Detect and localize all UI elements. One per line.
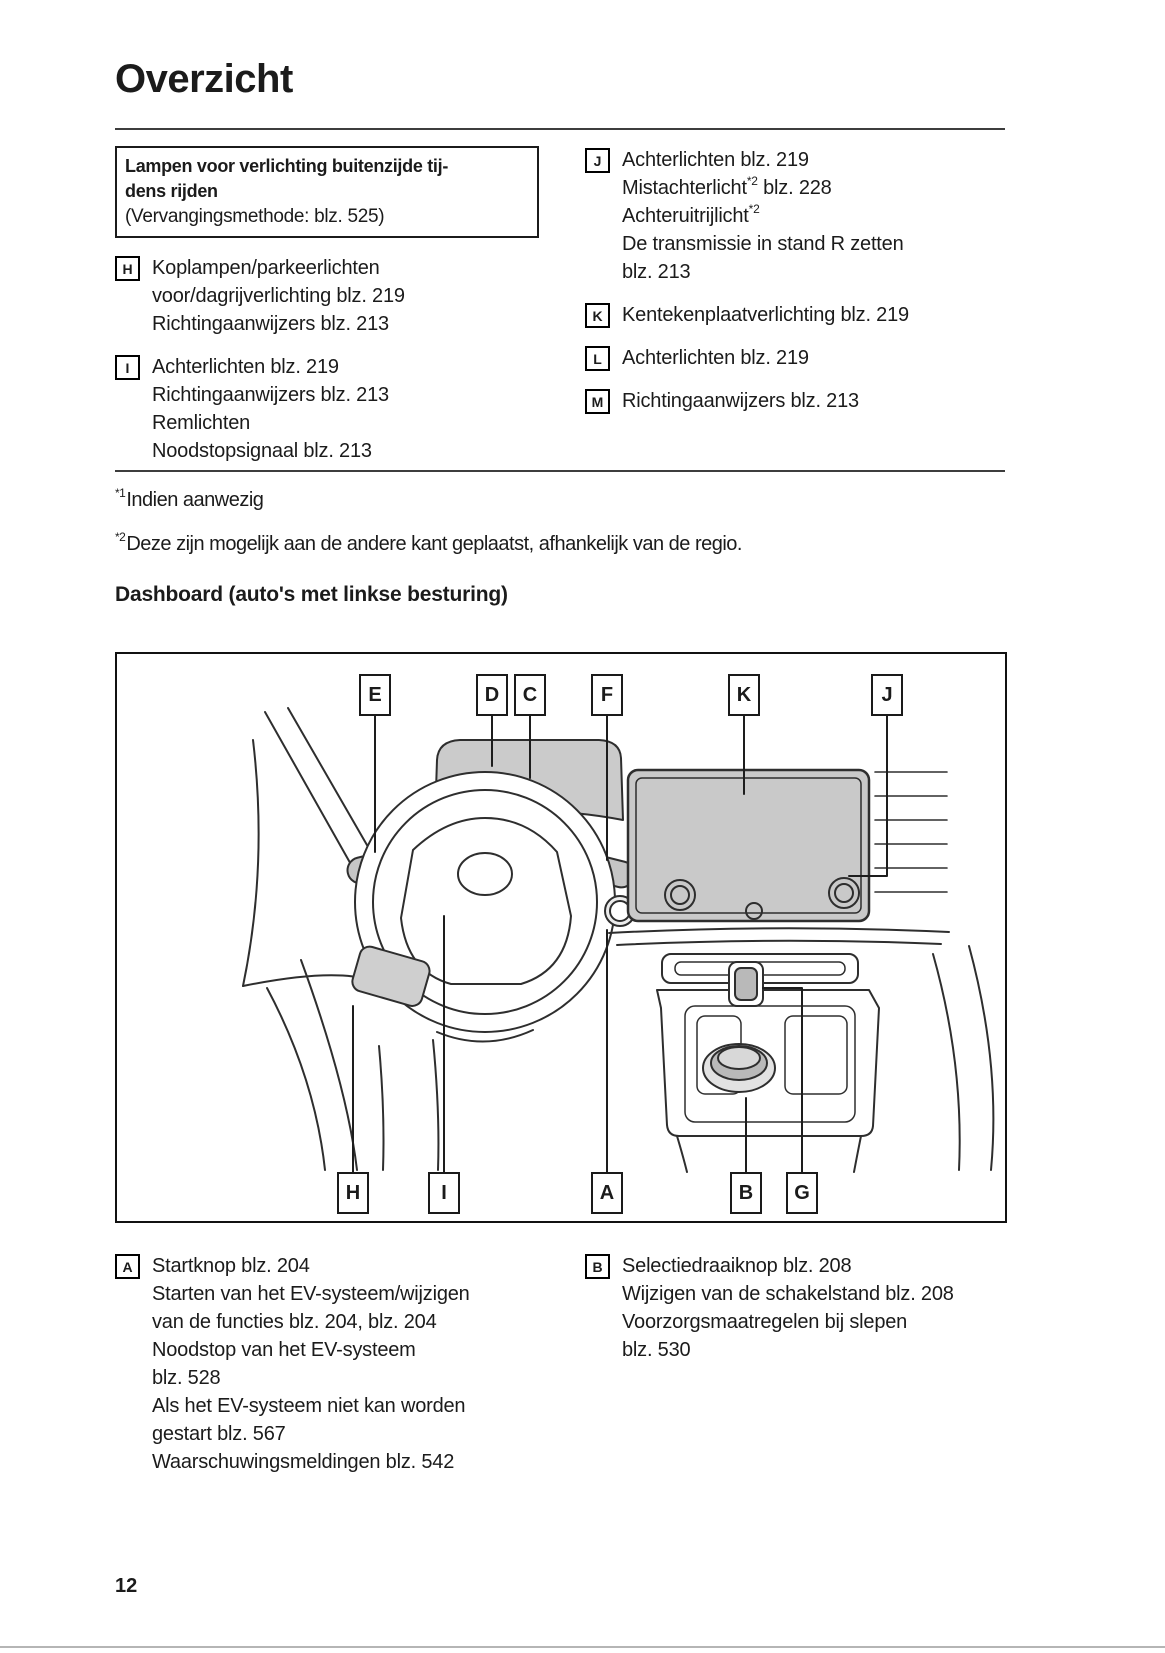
lights-box-title-line1: Lampen voor verlichting buitenzijde tij- xyxy=(125,156,449,176)
text-line: voor/dagrijverlichting blz. 219 xyxy=(152,285,405,307)
footnote-marker: *2 xyxy=(115,530,126,545)
label-box-b: B xyxy=(585,1254,610,1279)
diagram-label-g: G xyxy=(786,1172,818,1214)
driver-knee-pad xyxy=(351,945,431,1007)
label-box-l: L xyxy=(585,346,610,371)
diagram-label-i: I xyxy=(428,1172,460,1214)
right-console-lines xyxy=(932,945,995,1171)
diagram-label-e: E xyxy=(359,674,391,716)
lights-box-note: (Vervangingsmethode: blz. 525) xyxy=(125,206,385,227)
shift-position-button xyxy=(728,961,764,1007)
label-box-a: A xyxy=(115,1254,140,1279)
text-line: Startknop blz. 204 xyxy=(152,1255,310,1277)
footnote-1: *1Indien aanwezig xyxy=(115,486,264,511)
page-title: Overzicht xyxy=(115,56,293,101)
text-line: blz. 528 xyxy=(152,1367,221,1389)
footnote-marker: *1 xyxy=(115,486,126,501)
text-line: Achterlichten blz. 219 xyxy=(622,149,809,171)
label-box-k: K xyxy=(585,303,610,328)
lights-right-column: J Achterlichten blz. 219 Mistachterlicht… xyxy=(585,146,1005,480)
text-line: Richtingaanwijzers blz. 213 xyxy=(152,313,389,335)
footnote-marker: *2 xyxy=(748,202,760,217)
text-line: Achterlichten blz. 219 xyxy=(622,347,809,369)
legend-item-l-lines: Achterlichten blz. 219 xyxy=(622,344,809,372)
legend-item-k: K Kentekenplaatverlichting blz. 219 xyxy=(585,301,1005,329)
lights-box-title-line2: dens rijden xyxy=(125,181,218,201)
text-line: Waarschuwingsmeldingen blz. 542 xyxy=(152,1451,455,1473)
text-line: Noodstopsignaal blz. 213 xyxy=(152,440,372,462)
text-line: Als het EV-systeem niet kan worden xyxy=(152,1395,466,1417)
legend-item-m: M Richtingaanwijzers blz. 213 xyxy=(585,387,1005,415)
legend-item-m-lines: Richtingaanwijzers blz. 213 xyxy=(622,387,859,415)
text-line: Koplampen/parkeerlichten xyxy=(152,257,380,279)
selector-dial xyxy=(702,1043,776,1093)
dashboard-heading: Dashboard (auto's met linkse besturing) xyxy=(115,583,508,606)
page-number: 12 xyxy=(115,1575,138,1597)
text-line: Achteruitrijlicht*2 xyxy=(622,202,760,227)
label-box-h: H xyxy=(115,256,140,281)
text-line: gestart blz. 567 xyxy=(152,1423,286,1445)
footnotes: *1Indien aanwezig *2Deze zijn mogelijk a… xyxy=(115,486,1005,574)
touchscreen xyxy=(626,768,871,923)
legend-item-l: L Achterlichten blz. 219 xyxy=(585,344,1005,372)
callout-leader-lines xyxy=(352,715,888,1173)
footnote-2: *2Deze zijn mogelijk aan de andere kant … xyxy=(115,530,742,555)
text-line: Selectiedraaiknop blz. 208 xyxy=(622,1255,852,1277)
text-line: Voorzorgsmaatregelen bij slepen xyxy=(622,1311,908,1333)
text-line: Kentekenplaatverlichting blz. 219 xyxy=(622,304,909,326)
text-line: Remlichten xyxy=(152,412,251,434)
legend-item-j: J Achterlichten blz. 219 Mistachterlicht… xyxy=(585,146,1005,286)
diagram-label-c: C xyxy=(514,674,546,716)
text-line: Richtingaanwijzers blz. 213 xyxy=(152,384,389,406)
side-vents xyxy=(874,771,948,893)
text-line: Achterlichten blz. 219 xyxy=(152,356,339,378)
diagram-label-d: D xyxy=(476,674,508,716)
page-bottom-rule xyxy=(0,1646,1165,1648)
text-line: blz. 213 xyxy=(622,261,691,283)
dashboard-illustration xyxy=(242,707,995,1173)
section-divider xyxy=(115,470,1005,472)
diagram-label-k: K xyxy=(728,674,760,716)
text-line: van de functies blz. 204, blz. 204 xyxy=(152,1311,437,1333)
footnote-marker: *2 xyxy=(746,174,758,189)
dashboard-diagram: E D C F K J H I A B G xyxy=(115,652,1007,1223)
label-box-j: J xyxy=(585,148,610,173)
text-line: Richtingaanwijzers blz. 213 xyxy=(622,390,859,412)
title-divider xyxy=(115,128,1005,130)
lights-left-column: Lampen voor verlichting buitenzijde tij-… xyxy=(115,146,585,480)
text-line: Noodstop van het EV-systeem xyxy=(152,1339,416,1361)
diagram-label-j: J xyxy=(871,674,903,716)
exterior-lights-section: Lampen voor verlichting buitenzijde tij-… xyxy=(115,146,1005,480)
text-line: Mistachterlicht*2 blz. 228 xyxy=(622,174,832,199)
diagram-label-f: F xyxy=(591,674,623,716)
legend-item-h-lines: Koplampen/parkeerlichten voor/dagrijverli… xyxy=(152,254,405,338)
legend-item-j-lines: Achterlichten blz. 219 Mistachterlicht*2… xyxy=(622,146,904,286)
label-box-i: I xyxy=(115,355,140,380)
diagram-label-h: H xyxy=(337,1172,369,1214)
label-box-m: M xyxy=(585,389,610,414)
diagram-label-b: B xyxy=(730,1172,762,1214)
text-line: blz. 530 xyxy=(622,1339,691,1361)
a-pillar-and-door-lines xyxy=(242,707,428,1171)
text-line: Starten van het EV-systeem/wijzigen xyxy=(152,1283,470,1305)
legend-item-h: H Koplampen/parkeerlichten voor/dagrijver… xyxy=(115,254,585,338)
lights-box-heading: Lampen voor verlichting buitenzijde tij-… xyxy=(115,146,539,238)
text-line: Wijzigen van de schakelstand blz. 208 xyxy=(622,1283,954,1305)
legend-item-k-lines: Kentekenplaatverlichting blz. 219 xyxy=(622,301,909,329)
diagram-label-a: A xyxy=(591,1172,623,1214)
dash-shelf-lines xyxy=(608,927,950,946)
text-line: De transmissie in stand R zetten xyxy=(622,233,904,255)
